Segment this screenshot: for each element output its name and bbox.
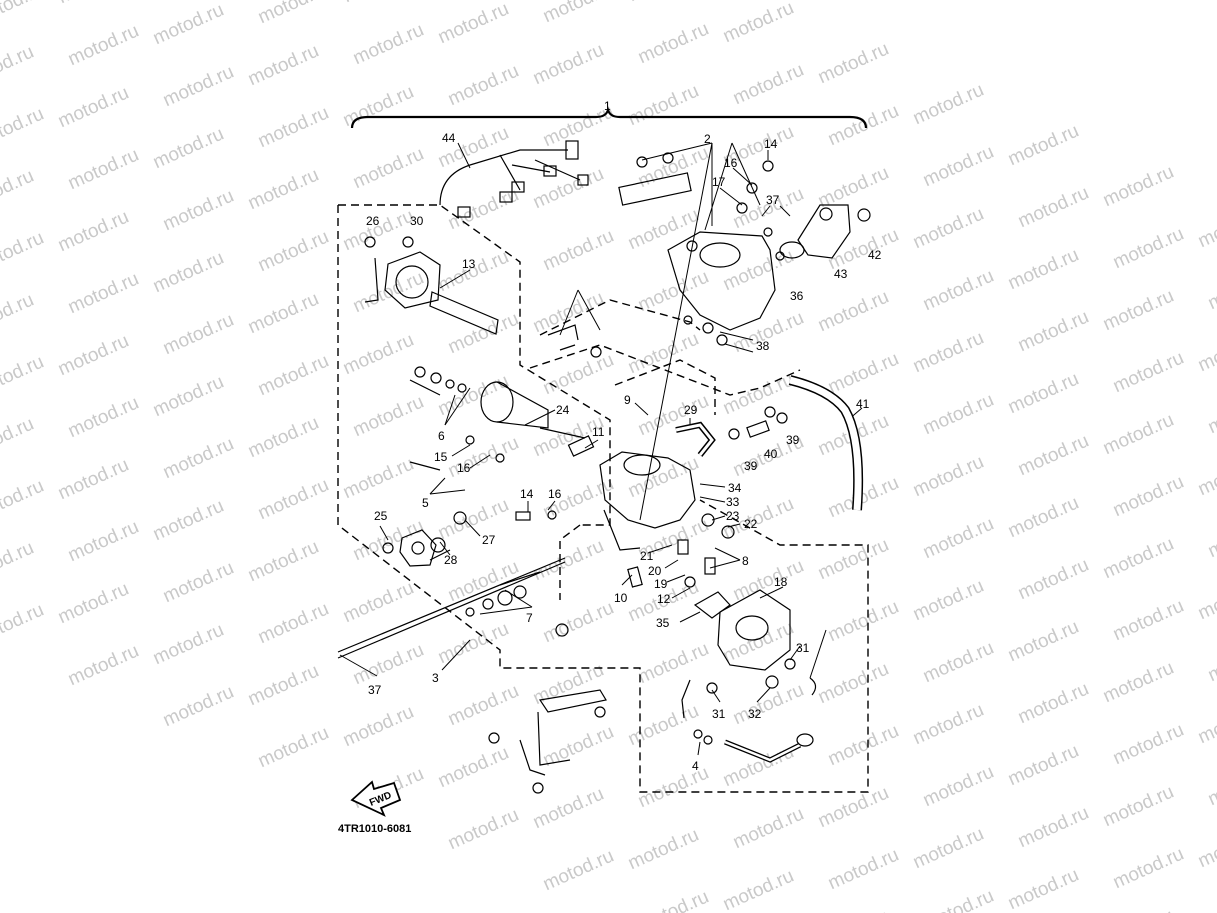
callout-19: 19 <box>654 577 668 591</box>
callout-40: 40 <box>764 447 778 461</box>
callout-17: 17 <box>712 175 726 189</box>
callout-10: 10 <box>614 591 628 605</box>
callout-29: 29 <box>684 403 698 417</box>
callout-7: 7 <box>526 611 533 625</box>
callout-14: 14 <box>764 137 778 151</box>
callout-1: 1 <box>604 99 611 113</box>
callout-28: 28 <box>444 553 458 567</box>
callout-11: 11 <box>592 425 605 439</box>
callout-4: 4 <box>692 759 699 773</box>
callout-26: 26 <box>366 214 380 228</box>
callout-8: 8 <box>742 554 749 568</box>
callout-21: 21 <box>640 549 654 563</box>
callout-37: 37 <box>766 193 780 207</box>
leader-lines <box>339 142 863 756</box>
callout-6: 6 <box>438 429 445 443</box>
callout-37b: 37 <box>368 683 382 697</box>
callout-15: 15 <box>434 450 448 464</box>
callout-16c: 16 <box>548 487 562 501</box>
callout-16b: 16 <box>457 461 471 475</box>
callout-38: 38 <box>756 339 770 353</box>
callout-3: 3 <box>432 671 439 685</box>
callout-13: 13 <box>462 257 476 271</box>
callout-31: 31 <box>796 641 810 655</box>
callout-24: 24 <box>556 403 570 417</box>
callout-30: 30 <box>410 214 424 228</box>
callout-42: 42 <box>868 248 882 262</box>
callout-12: 12 <box>657 592 671 606</box>
callout-27: 27 <box>482 533 496 547</box>
callout-43: 43 <box>834 267 848 281</box>
callout-9: 9 <box>624 393 631 407</box>
callout-33: 33 <box>726 495 740 509</box>
callout-41: 41 <box>856 397 870 411</box>
group-boundary-lines <box>337 204 869 793</box>
callout-31b: 31 <box>712 707 726 721</box>
callout-2: 2 <box>704 132 711 146</box>
callout-16: 16 <box>724 156 738 170</box>
callout-39: 39 <box>744 459 758 473</box>
callout-20: 20 <box>648 564 662 578</box>
callout-39b: 39 <box>786 433 800 447</box>
callout-44: 44 <box>442 131 456 145</box>
callout-25: 25 <box>374 509 388 523</box>
diagram-code: 4TR1010-6081 <box>338 823 411 835</box>
callout-34: 34 <box>728 481 742 495</box>
callout-35: 35 <box>656 616 670 630</box>
callout-5: 5 <box>422 496 429 510</box>
callout-14b: 14 <box>520 487 534 501</box>
callout-32: 32 <box>748 707 762 721</box>
part-outlines <box>337 140 871 794</box>
callout-36: 36 <box>790 289 804 303</box>
assembly-brace <box>350 106 868 129</box>
callout-23: 23 <box>726 509 740 523</box>
forward-arrow-icon: FWD <box>350 780 402 817</box>
callout-22: 22 <box>744 517 758 531</box>
callout-labels: 1 2 14 16 17 37 44 26 30 13 43 42 36 38 … <box>366 99 882 773</box>
callout-18: 18 <box>774 575 788 589</box>
